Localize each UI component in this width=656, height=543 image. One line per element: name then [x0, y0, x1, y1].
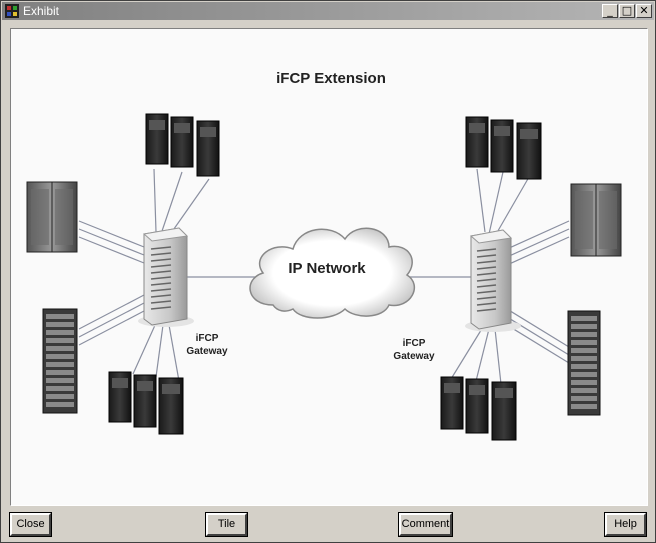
disk-rack-bottom-right [567, 310, 601, 416]
maximize-icon[interactable]: □ [619, 4, 635, 18]
close-button[interactable]: Close [9, 512, 52, 537]
help-button[interactable]: Help [604, 512, 647, 537]
storage-array-top-right [570, 183, 622, 257]
right-links [396, 168, 570, 385]
right-gateway-label-1: iFCP [403, 338, 426, 349]
storage-array-top-left [26, 181, 78, 253]
close-icon[interactable]: ✕ [636, 4, 652, 18]
right-gateway-icon [465, 229, 521, 332]
server-group-top-right [465, 116, 542, 180]
title-bar[interactable]: Exhibit _ □ ✕ [2, 2, 654, 20]
iFCP-diagram: iFCP Extension [26, 70, 622, 441]
left-links [78, 168, 256, 382]
left-gateway-label-1: iFCP [196, 333, 219, 344]
minimize-icon[interactable]: _ [602, 4, 618, 18]
disk-rack-bottom-left [42, 308, 78, 414]
server-group-bottom-left [108, 371, 184, 435]
left-gateway-icon [138, 227, 194, 327]
ip-network-cloud: IP Network [249, 227, 416, 319]
window-title: Exhibit [23, 4, 60, 18]
comment-button[interactable]: Comment [398, 512, 453, 537]
right-gateway-label-2: Gateway [393, 351, 435, 362]
exhibit-canvas: iFCP Extension [10, 28, 648, 506]
server-group-top-left [145, 113, 220, 177]
cloud-label: IP Network [288, 260, 366, 277]
app-icon [5, 4, 19, 18]
server-group-bottom-right [440, 376, 517, 441]
left-gateway-label-2: Gateway [186, 346, 228, 357]
diagram-title: iFCP Extension [276, 70, 386, 87]
tile-button[interactable]: Tile [205, 512, 248, 537]
